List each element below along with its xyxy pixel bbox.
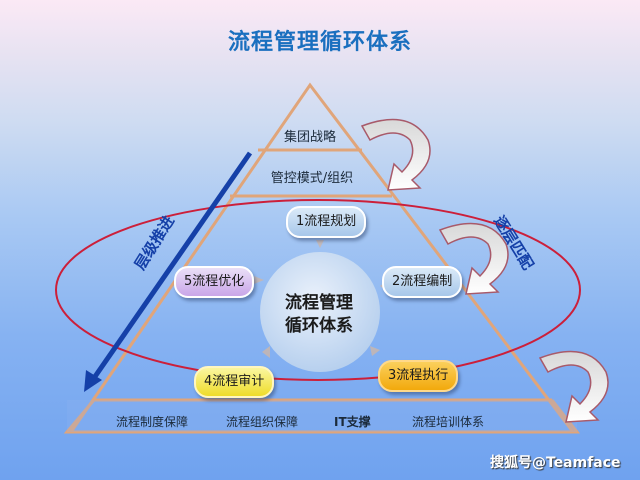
hierarchy-arrow-icon [84,151,253,392]
step-planning[interactable]: 1流程规划 [286,206,367,238]
tier-label-strategy: 集团战略 [283,130,337,145]
connector-arrow-icon [370,346,380,356]
center-line-2: 循环体系 [285,316,353,336]
connector-arrow-icon [262,346,270,358]
watermark: 搜狐号@Teamface [490,455,621,471]
connector-arrow-icon [316,240,324,248]
base-item-organization: 流程组织保障 [226,415,299,429]
base-item-it-support: IT支撑 [334,415,371,429]
pyramid-outline [69,82,575,433]
base-item-training: 流程培训体系 [412,415,485,429]
step-audit[interactable]: 4流程审计 [194,366,275,398]
connector-arrow-icon [254,276,264,284]
pyramid [63,82,581,434]
base-frame [63,399,581,434]
center-line-1: 流程管理 [285,293,353,313]
step-execution[interactable]: 3流程执行 [378,360,459,392]
step-compilation[interactable]: 2流程编制 [382,266,463,298]
base-item-policy: 流程制度保障 [116,415,189,429]
center-circle [260,252,380,372]
curl-arrow-icon [360,118,431,191]
tier-label-control-mode: 管控模式/组织 [270,171,354,186]
cycle-center-label: 流程管理 循环体系 [264,292,374,338]
cycle-ellipse [55,199,581,381]
curl-arrow-icon [438,222,509,295]
step-optimization[interactable]: 5流程优化 [174,266,255,298]
curl-arrow-icon [538,350,609,423]
page-title: 流程管理循环体系 [227,30,412,55]
base-bar [67,400,577,432]
